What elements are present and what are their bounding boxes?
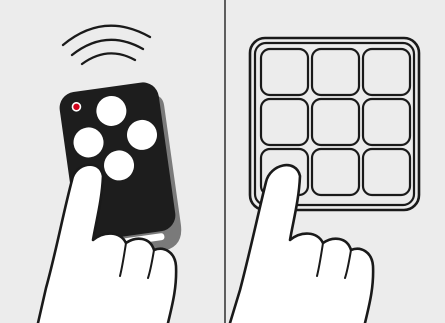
- keypad-key: [363, 49, 410, 95]
- keypad-key: [312, 149, 359, 195]
- keypad-key: [363, 149, 410, 195]
- keypad-key: [261, 49, 308, 95]
- remote-panel: [38, 26, 184, 323]
- keypad-panel: [230, 38, 419, 323]
- keypad-key: [312, 99, 359, 145]
- wireless-signal-icon: [63, 26, 150, 64]
- keypad-key: [312, 49, 359, 95]
- keypad-key: [261, 99, 308, 145]
- led-indicator-icon: [72, 102, 81, 111]
- keypad-key: [363, 99, 410, 145]
